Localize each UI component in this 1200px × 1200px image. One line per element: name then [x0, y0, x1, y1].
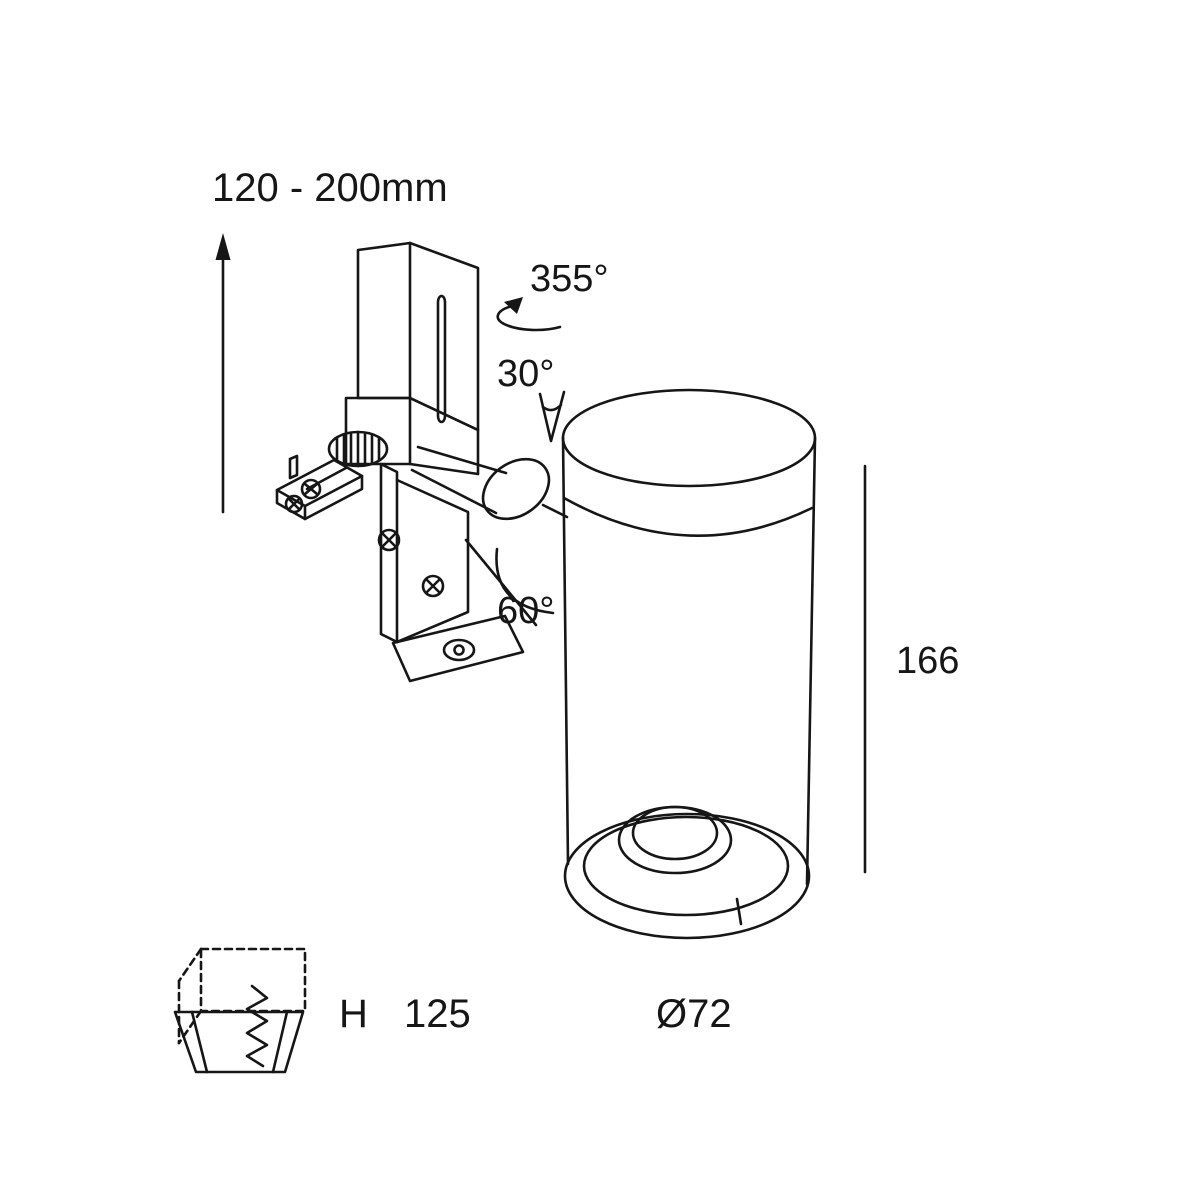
swivel-angle-icon — [464, 538, 555, 627]
ceiling-plate — [275, 454, 364, 521]
height-range-arrow — [215, 233, 231, 514]
tilt-angle-icon — [538, 390, 566, 443]
body-height-label: 166 — [896, 640, 959, 682]
swivel-angle-label: 60° — [497, 590, 554, 632]
rotation-angle-label: 355° — [530, 258, 609, 300]
recessed-mounting-icon — [173, 947, 307, 1074]
rotation-arrow-icon — [496, 297, 562, 332]
adjustment-thumbscrew — [327, 430, 389, 468]
labels: 120 - 200mm 355° 30° 60° 166 H 125 Ø72 — [212, 166, 959, 1036]
lens — [617, 805, 733, 875]
lamp-cylinder — [561, 388, 817, 940]
pivot-arm — [410, 445, 569, 521]
recess-height-letter: H — [339, 992, 368, 1036]
tilt-angle-label: 30° — [497, 353, 554, 395]
recess-height-value: 125 — [404, 992, 471, 1036]
diameter-label: Ø72 — [656, 992, 732, 1036]
mount-range-label: 120 - 200mm — [212, 166, 448, 210]
junction-box — [344, 396, 480, 476]
foot-plate — [391, 614, 525, 683]
